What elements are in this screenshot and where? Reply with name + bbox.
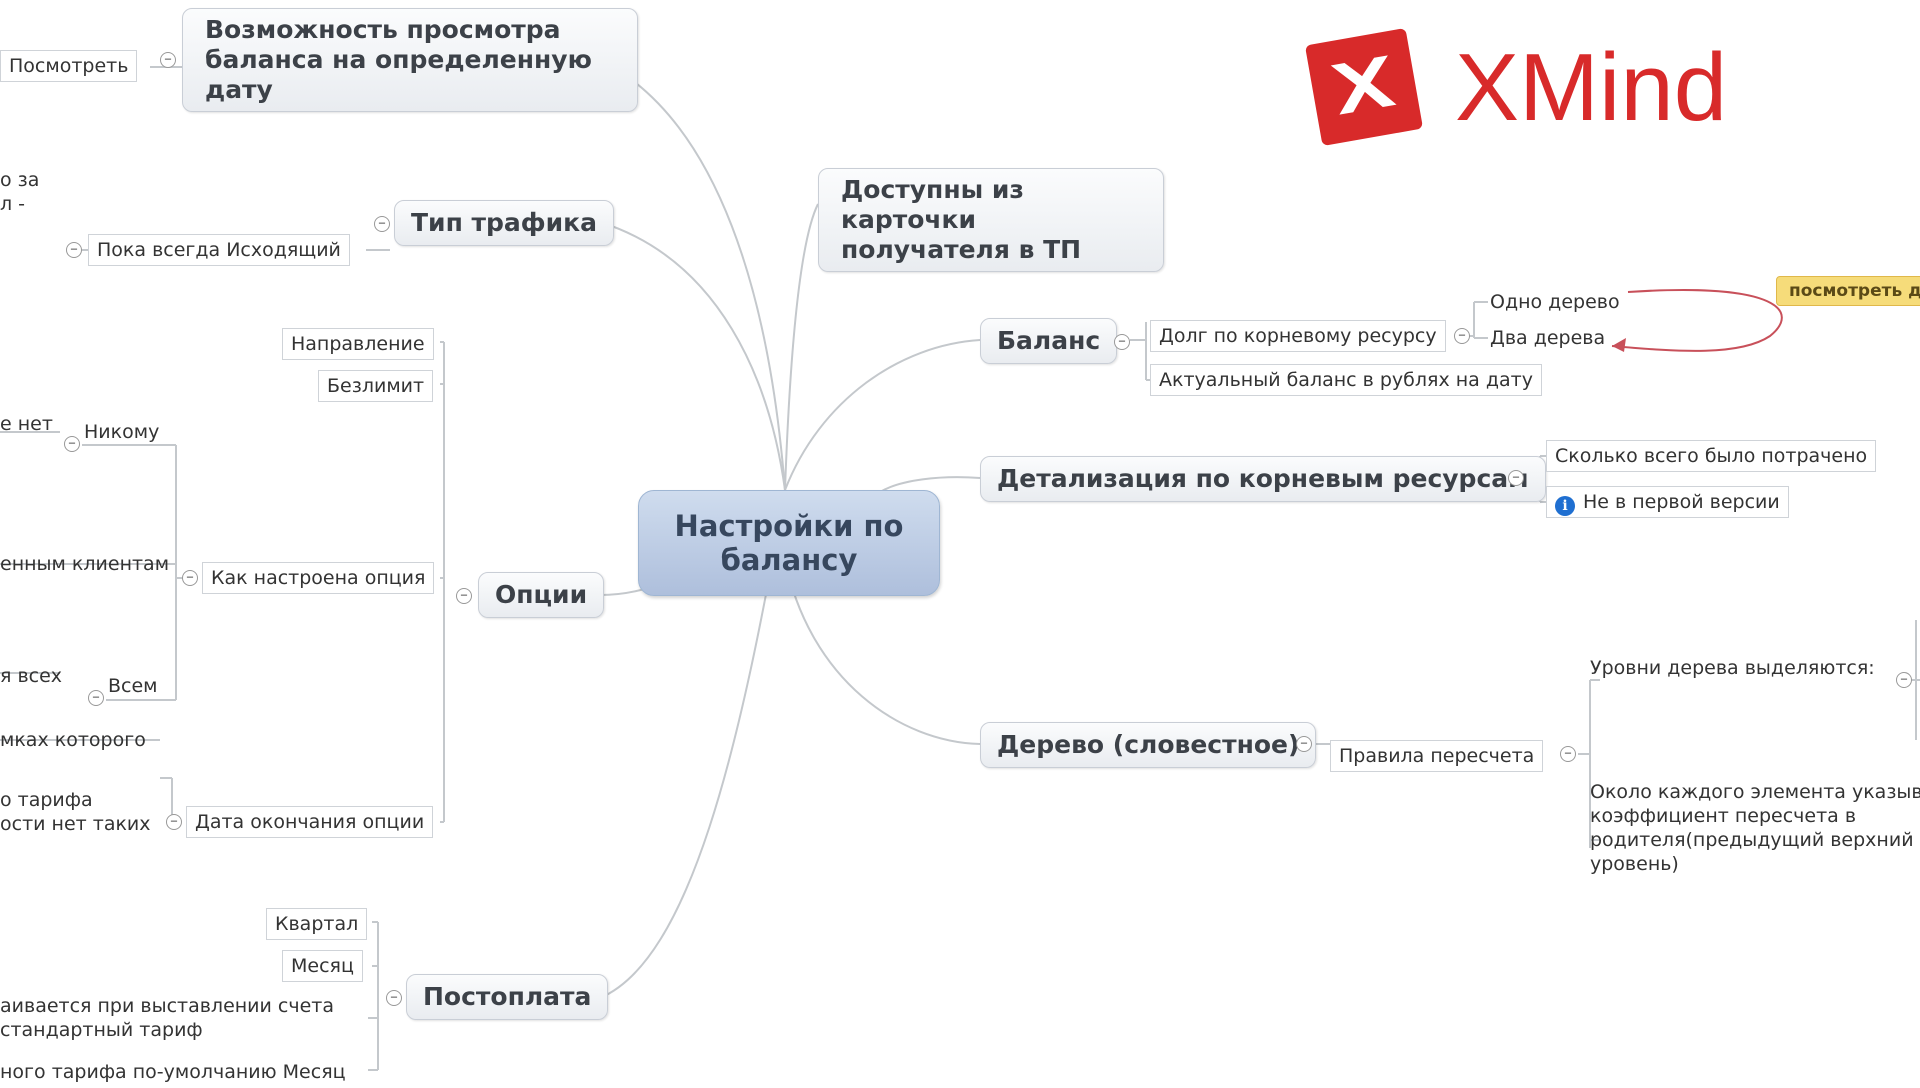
collapse-toggle-icon[interactable]: − [386,990,402,1006]
topic-view-balance-date-line-3: дату [205,75,273,104]
subtopic-coef-line-1[interactable]: Около каждого элемента указыв [1590,781,1920,803]
collapse-toggle-icon[interactable]: − [166,814,182,830]
collapse-toggle-icon[interactable]: − [1508,470,1524,486]
cut-text-fragment: ного тарифа по-умолчанию Месяц [0,1061,346,1083]
topic-view-balance-date[interactable]: Возможность просмотра баланса на определ… [182,8,638,112]
subtopic-one-tree[interactable]: Одно дерево [1490,291,1620,313]
cut-text-fragment: о за [0,169,40,191]
topic-traffic-type[interactable]: Тип трафика [394,200,614,246]
subtopic-quarter[interactable]: Квартал [266,908,368,940]
cut-text-fragment: аивается при выставлении счета [0,995,334,1017]
subtopic-how-configured[interactable]: Как настроена опция [202,562,435,594]
topic-postpay[interactable]: Постоплата [406,974,609,1020]
cut-text-fragment: стандартный тариф [0,1019,203,1041]
topic-available-line-2: получателя в ТП [841,235,1082,264]
xmind-logo-icon [1305,28,1423,146]
topic-view-balance-date-line-2: баланса на определенную [205,45,592,74]
subtopic-actual-balance[interactable]: Актуальный баланс в рублях на дату [1150,364,1542,396]
info-icon: i [1555,496,1575,516]
topic-options[interactable]: Опции [478,572,605,618]
subtopic-unlimited[interactable]: Безлимит [318,370,434,402]
subtopic-not-first-version-label: Не в первой версии [1583,491,1780,513]
cut-text-fragment: л - [0,193,26,215]
subtopic-coef-line-2[interactable]: коэффициент пересчета в [1590,805,1857,827]
topic-detail-root[interactable]: Детализация по корневым ресурсам [980,456,1546,502]
collapse-toggle-icon[interactable]: − [1454,328,1470,344]
cut-text-fragment: ости нет таких [0,813,151,835]
subtopic-option-end-date[interactable]: Дата окончания опции [186,806,434,838]
cut-text-fragment: енным клиентам [0,553,170,575]
subtopic-everyone[interactable]: Всем [108,675,158,697]
cut-text-fragment: о тарифа [0,789,93,811]
cut-text-fragment: я всех [0,665,63,687]
subtopic-tree-levels[interactable]: Уровни дерева выделяются: [1590,657,1875,679]
subtopic-root-debt[interactable]: Долг по корневому ресурсу [1150,320,1446,352]
subtopic-coef-line-4[interactable]: уровень) [1590,853,1679,875]
subtopic-not-first-version[interactable]: i Не в первой версии [1546,486,1789,518]
collapse-toggle-icon[interactable]: − [456,588,472,604]
central-topic-line-2: балансу [720,543,858,577]
collapse-toggle-icon[interactable]: − [66,242,82,258]
topic-verbal-tree[interactable]: Дерево (словестное) [980,722,1317,768]
collapse-toggle-icon[interactable]: − [88,690,104,706]
subtopic-direction[interactable]: Направление [282,328,434,360]
collapse-toggle-icon[interactable]: − [1560,746,1576,762]
collapse-toggle-icon[interactable]: − [160,52,176,68]
subtopic-coef-line-3[interactable]: родителя(предыдущий верхний [1590,829,1914,851]
collapse-toggle-icon[interactable]: − [374,216,390,232]
topic-balance[interactable]: Баланс [980,318,1118,364]
topic-view-balance-date-line-1: Возможность просмотра [205,15,561,44]
subtopic-month[interactable]: Месяц [282,950,363,982]
subtopic-always-outgoing[interactable]: Пока всегда Исходящий [88,234,350,266]
collapse-toggle-icon[interactable]: − [64,436,80,452]
collapse-toggle-icon[interactable]: − [182,570,198,586]
subtopic-recalc-rules[interactable]: Правила пересчета [1330,740,1544,772]
topic-available-line-1: Доступны из карточки [841,175,1024,234]
central-topic-line-1: Настройки по [674,509,904,543]
relationship-label[interactable]: посмотреть д [1776,276,1920,306]
subtopic-view[interactable]: Посмотреть [0,50,138,82]
cut-text-fragment: е нет [0,413,53,435]
collapse-toggle-icon[interactable]: − [1896,672,1912,688]
central-topic[interactable]: Настройки по балансу [638,490,940,596]
topic-available-from-card[interactable]: Доступны из карточки получателя в ТП [818,168,1164,272]
xmind-logo-text: XMind [1455,34,1728,141]
subtopic-total-spent[interactable]: Сколько всего было потрачено [1546,440,1877,472]
collapse-toggle-icon[interactable]: − [1114,334,1130,350]
subtopic-two-trees[interactable]: Два дерева [1490,327,1606,349]
collapse-toggle-icon[interactable]: − [1296,736,1312,752]
cut-text-fragment: мках которого [0,729,146,751]
subtopic-nobody[interactable]: Никому [84,421,160,443]
